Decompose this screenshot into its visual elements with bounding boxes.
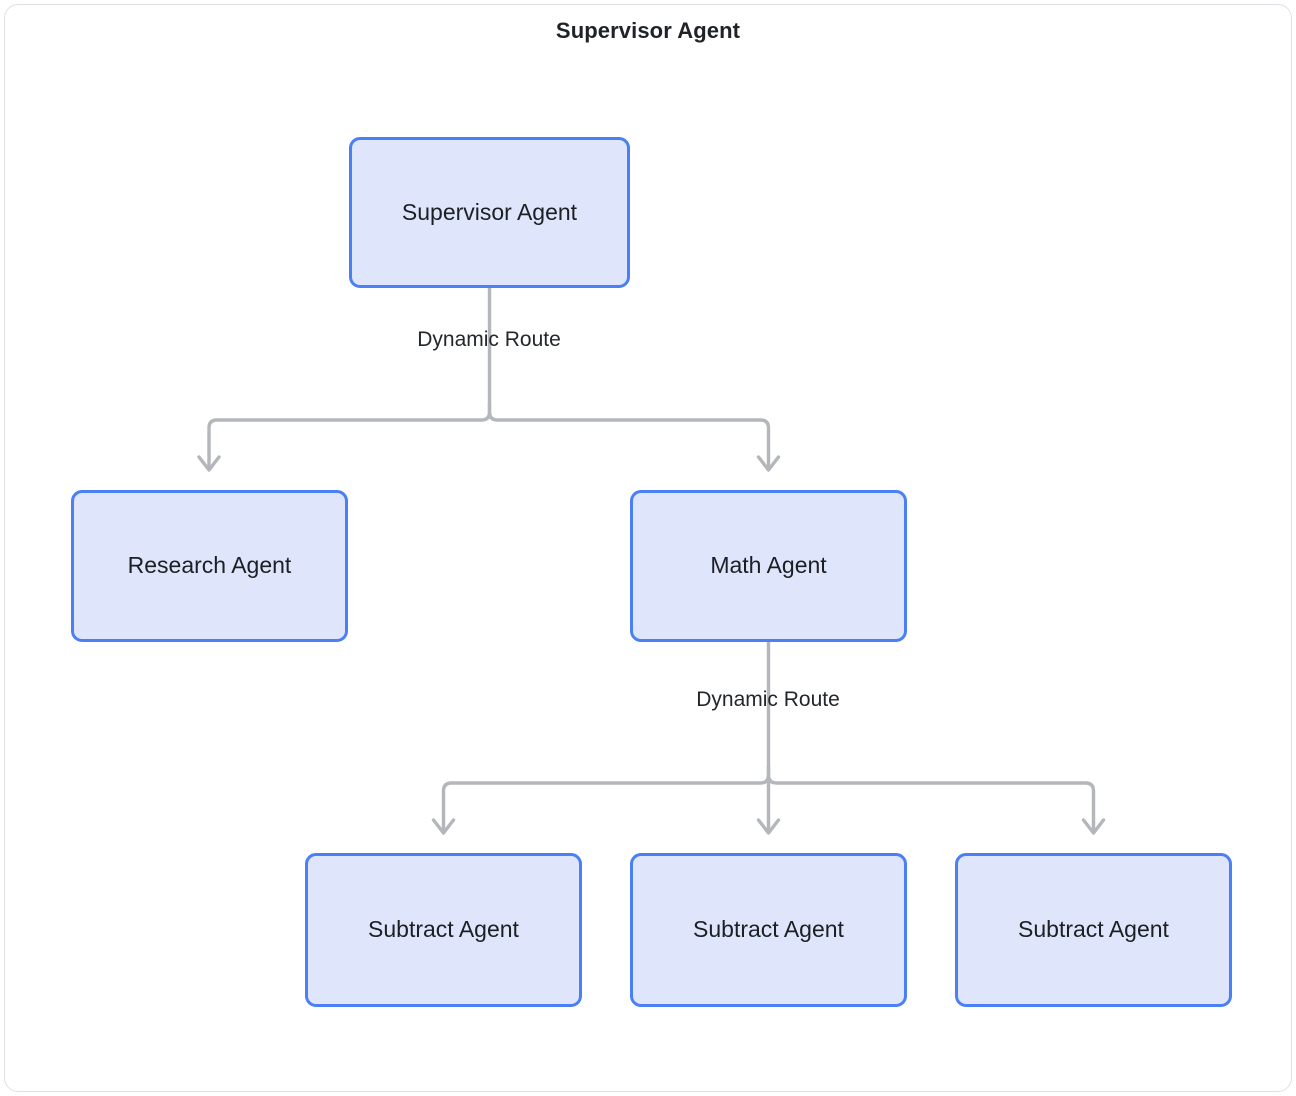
- node-label: Subtract Agent: [1018, 916, 1169, 943]
- node-subtract-agent-2[interactable]: Subtract Agent: [630, 853, 907, 1007]
- edge-label-dynamic-route-top: Dynamic Route: [417, 328, 561, 351]
- node-label: Research Agent: [127, 552, 292, 579]
- node-subtract-agent-3[interactable]: Subtract Agent: [955, 853, 1232, 1007]
- node-label: Math Agent: [710, 552, 827, 579]
- node-label: Supervisor Agent: [401, 198, 578, 225]
- node-subtract-agent-1[interactable]: Subtract Agent: [305, 853, 582, 1007]
- page-title: Supervisor Agent: [555, 18, 741, 43]
- node-label: Subtract Agent: [693, 916, 844, 943]
- node-math-agent[interactable]: Math Agent: [630, 490, 907, 642]
- edge-label-dynamic-route-bottom: Dynamic Route: [696, 688, 840, 711]
- node-supervisor-agent[interactable]: Supervisor Agent: [349, 137, 630, 288]
- node-label: Subtract Agent: [368, 916, 519, 943]
- node-research-agent[interactable]: Research Agent: [71, 490, 348, 642]
